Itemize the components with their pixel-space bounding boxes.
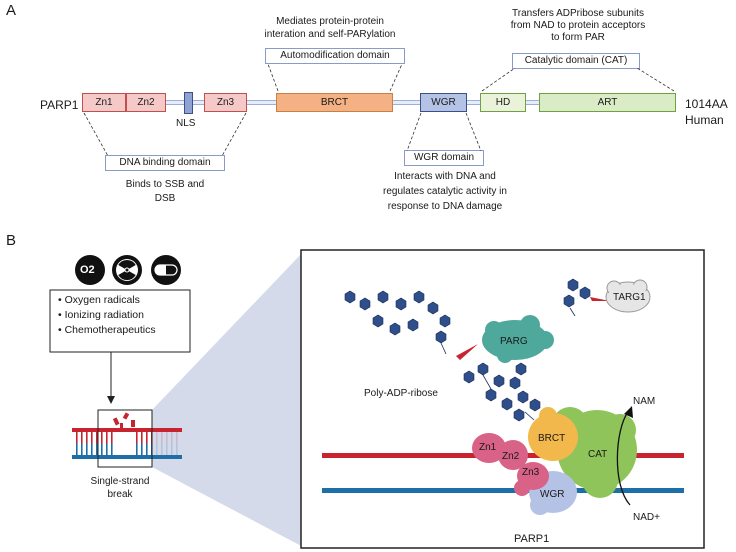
cause-oxygen: • Oxygen radicals	[58, 294, 140, 306]
dna-binding-desc-2: DSB	[154, 193, 176, 204]
dna-rung	[106, 443, 108, 455]
dna-rung	[81, 443, 83, 455]
dna-rung	[136, 432, 138, 444]
nad-label: NAD+	[633, 512, 660, 523]
automod-desc-1: Mediates protein-protein	[276, 16, 384, 27]
catalytic-desc-2: from NAD to protein acceptors	[510, 20, 646, 31]
linker	[466, 100, 481, 105]
dna-rung	[106, 432, 108, 444]
hd-domain: HD	[480, 93, 526, 112]
dna-rung	[146, 432, 148, 444]
dna-rung	[86, 432, 88, 444]
dna-rung	[76, 432, 78, 444]
protein-name: PARP1	[40, 98, 79, 112]
cause-chemo: • Chemotherapeutics	[58, 324, 156, 336]
dna-rung	[91, 432, 93, 444]
targ1-enzyme	[605, 279, 651, 313]
targ1-label: TARG1	[613, 292, 646, 303]
zoom-wedge	[152, 250, 305, 548]
dna-rung	[91, 443, 93, 455]
wgr-domain: WGR	[420, 93, 467, 112]
parg-enzyme	[482, 315, 554, 363]
dna-rung	[86, 443, 88, 455]
wgr-domain-label: WGR domain	[404, 150, 484, 166]
dna-rung	[111, 443, 113, 455]
linker	[392, 100, 420, 105]
dna-rung	[111, 432, 113, 444]
break-label-1: Single-strand	[90, 476, 150, 487]
species-label: Human	[685, 113, 724, 127]
zoom-zn2-label: Zn2	[502, 451, 520, 462]
zn1-domain: Zn1	[82, 93, 126, 112]
nam-arrow-head	[624, 406, 633, 418]
parg-label: PARG	[500, 336, 528, 347]
nls-domain	[184, 92, 193, 114]
o2-icon-label: O2	[80, 264, 95, 276]
linker	[193, 100, 205, 105]
panel-b-label: B	[6, 232, 17, 249]
wgr-desc-1: Interacts with DNA and	[394, 171, 496, 182]
dna-rung	[81, 432, 83, 444]
brct-domain-blob	[528, 407, 578, 461]
cause-radiation: • Ionizing radiation	[58, 309, 144, 321]
oxygen-radical-icon	[75, 255, 105, 285]
dna-binding-domain-label: DNA binding domain	[105, 155, 225, 171]
catalytic-desc-3: to form PAR	[551, 32, 605, 43]
art-domain: ART	[539, 93, 676, 112]
dna-rung	[141, 443, 143, 455]
dna-rung	[101, 432, 103, 444]
dna-rung	[76, 443, 78, 455]
break-label-2: break	[107, 489, 133, 500]
panel-a-label: A	[6, 2, 17, 19]
catalytic-desc-1: Transfers ADPribose subunits	[512, 8, 644, 19]
zoom-cat-label: CAT	[588, 449, 608, 460]
protein-length: 1014AA	[685, 97, 728, 111]
zoom-wgr-label: WGR	[540, 489, 565, 500]
zoom-brct-label: BRCT	[538, 433, 566, 444]
small-dna	[72, 428, 182, 459]
zoom-zn1-label: Zn1	[479, 442, 497, 453]
dna-rung	[96, 443, 98, 455]
small-break-fragments	[112, 412, 135, 428]
brct-domain: BRCT	[276, 93, 393, 112]
linker	[165, 100, 185, 105]
causes-box	[49, 289, 191, 353]
radiation-icon	[112, 255, 142, 285]
dna-binding-desc-1: Binds to SSB and	[125, 179, 205, 190]
zn2-domain: Zn2	[126, 93, 166, 112]
poly-adp-ribose-label: Poly-ADP-ribose	[364, 388, 438, 399]
automod-desc-2: interation and self-PARylation	[264, 29, 396, 40]
zoom-zn3-label: Zn3	[522, 467, 540, 478]
break-box	[97, 409, 153, 468]
wgr-desc-3: response to DNA damage	[387, 201, 503, 212]
zn3-domain: Zn3	[204, 93, 247, 112]
linker	[247, 100, 277, 105]
dna-rung	[101, 443, 103, 455]
parg-cleavage-arrow	[456, 344, 478, 360]
dna-rung	[136, 443, 138, 455]
nls-label: NLS	[176, 118, 196, 129]
linker	[525, 100, 540, 105]
catalytic-domain-label: Catalytic domain (CAT)	[512, 53, 640, 69]
zn-domain-blobs	[472, 433, 549, 496]
nam-label: NAM	[633, 396, 656, 407]
pill-icon	[151, 255, 181, 285]
par-chain	[344, 278, 591, 422]
targ1-cleavage-arrow	[590, 297, 610, 301]
dna-rung	[141, 432, 143, 444]
parp1-label: PARP1	[514, 533, 550, 545]
dna-rung	[146, 443, 148, 455]
automod-domain-label: Automodification domain	[265, 48, 405, 64]
wgr-desc-2: regulates catalytic activity in	[383, 186, 507, 197]
dna-rung	[96, 432, 98, 444]
